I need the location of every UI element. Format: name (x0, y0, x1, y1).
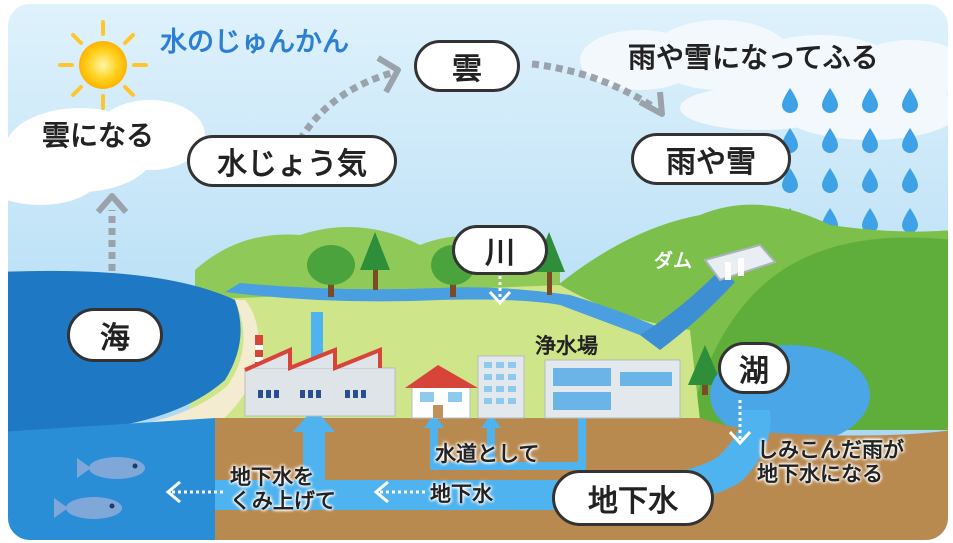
soak-in-line-2: 地下水になる (757, 462, 883, 487)
lake-bubble: 湖 (718, 342, 790, 394)
river (225, 283, 665, 345)
underwater (8, 418, 215, 540)
flow-left-arrow-1 (373, 480, 425, 504)
river-bubble: 川 (452, 225, 548, 275)
diagram-title: 水のじゅんかん (160, 27, 349, 58)
cloud-left (8, 100, 205, 205)
lake-down-arrow (728, 400, 752, 446)
cloud-to-rain-arrowhead (638, 91, 665, 117)
sun-icon (58, 20, 148, 110)
river-to-lake (640, 270, 735, 350)
house (405, 365, 478, 419)
soak-in-label: しみこんだ雨が 地下水になる (757, 438, 904, 486)
pump-up-line-2: くみ上げて (230, 489, 336, 514)
groundwater-bubble: 地下水 (552, 470, 714, 526)
purification-plant-label: 浄水場 (535, 334, 598, 358)
tap-water-label: 水道として (435, 442, 540, 466)
river-down-arrow (488, 276, 512, 306)
raindrops (782, 88, 918, 233)
sea-bubble: 海 (67, 308, 163, 362)
dam-icon (703, 243, 777, 282)
become-cloud-label: 雲になる (42, 119, 155, 152)
soak-in-line-1: しみこんだ雨が (757, 438, 904, 462)
vapor-bubble: 水じょう気 (187, 135, 397, 187)
cloud-right (580, 20, 948, 140)
beach (8, 300, 259, 448)
fish-icon (54, 457, 145, 519)
vapor-to-cloud-arrowhead (376, 55, 401, 94)
groundwater-flow-label: 地下水 (430, 482, 493, 506)
apartment-building (477, 355, 525, 419)
flow-left-arrow-2 (165, 480, 225, 504)
dam-label: ダム (654, 250, 693, 272)
factory (244, 335, 396, 417)
pump-up-line-1: 地下水を (230, 465, 314, 489)
purification-plant (544, 359, 681, 419)
rain-snow-bubble: 雨や雪 (631, 133, 791, 185)
cloud-bubble: 雲 (414, 40, 520, 92)
cloud-to-rain-arrow (531, 60, 657, 111)
vapor-to-cloud-arrow (296, 68, 396, 142)
falls-label: 雨や雪になってふる (628, 41, 879, 74)
pump-up-label: 地下水を くみ上げて (230, 465, 336, 513)
